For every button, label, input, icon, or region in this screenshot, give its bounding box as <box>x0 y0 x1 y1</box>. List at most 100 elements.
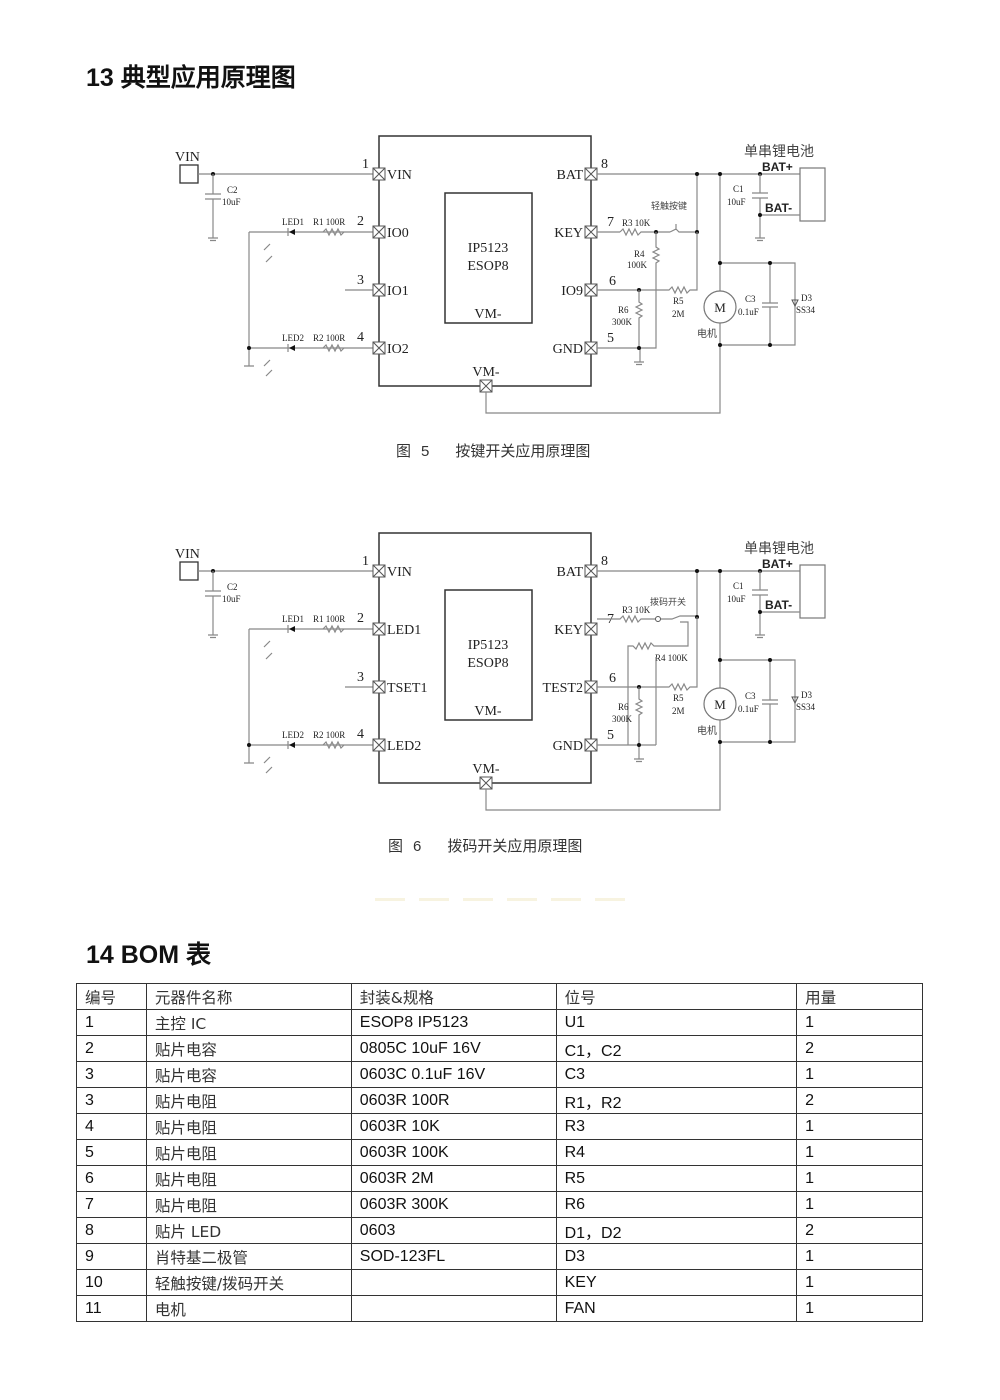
pin-3-number: 3 <box>357 273 364 288</box>
right-pins: 8 BAT 7 KEY 6 IO9 5 GND <box>553 157 616 357</box>
c3-ref: C3 <box>745 294 756 304</box>
pin-8-number: 8 <box>601 157 608 172</box>
r2-resistor <box>322 343 345 353</box>
header-designator: 位号 <box>555 983 798 1010</box>
c1-value: 10uF <box>727 197 746 207</box>
d3-diode-icon <box>791 299 799 308</box>
cell-component-name: 贴片电阻 <box>145 1191 352 1218</box>
header-index: 编号 <box>76 983 147 1010</box>
battery-connector <box>799 167 826 222</box>
motor-icon <box>703 290 737 324</box>
vin-label: VIN <box>175 547 200 562</box>
cell-designator: C3 <box>555 1061 798 1088</box>
pin-4-name: IO2 <box>387 342 409 357</box>
header-component-name: 元器件名称 <box>145 983 352 1010</box>
pin-1-name: VIN <box>387 565 412 580</box>
led1-icon <box>289 626 295 632</box>
r4-label: R4 100K <box>655 653 688 663</box>
cell-quantity: 2 <box>796 1087 923 1114</box>
led2-icon <box>289 345 295 351</box>
motor-symbol: M <box>714 300 726 315</box>
r6-value: 300K <box>612 317 633 327</box>
vin-terminal <box>179 561 199 581</box>
r5-ref: R5 <box>673 693 684 703</box>
cell-component-name: 贴片电容 <box>145 1061 352 1088</box>
cell-component-name: 贴片电阻 <box>145 1113 352 1140</box>
cell-component-name: 贴片 LED <box>145 1217 352 1244</box>
pin-2-name: IO0 <box>387 226 409 241</box>
cell-quantity: 1 <box>796 1191 923 1218</box>
pin-2-number: 2 <box>357 214 364 229</box>
pin-5-number: 5 <box>607 331 614 346</box>
c1-value: 10uF <box>727 594 746 604</box>
ic-name: IP5123 <box>468 241 508 256</box>
cell-quantity: 1 <box>796 1165 923 1192</box>
r5-value: 2M <box>672 706 685 716</box>
motor-label: 电机 <box>697 327 717 340</box>
cell-index: 2 <box>76 1035 147 1062</box>
cell-quantity: 2 <box>796 1035 923 1062</box>
vin-label: VIN <box>175 150 200 165</box>
pin-2-number: 2 <box>357 611 364 626</box>
cell-index: 11 <box>76 1295 147 1322</box>
r5-ref: R5 <box>673 296 684 306</box>
pin-6-name: IO9 <box>561 284 583 299</box>
caption-prefix: 图 <box>388 837 404 855</box>
cell-quantity: 2 <box>796 1217 923 1244</box>
cell-package-spec: 0805C 10uF 16V <box>350 1035 557 1062</box>
r5-value: 2M <box>672 309 685 319</box>
bom-header-row: 编号 元器件名称 封装&规格 位号 用量 <box>76 983 923 1010</box>
c1-ref: C1 <box>733 184 744 194</box>
cell-component-name: 主控 IC <box>145 1009 352 1036</box>
pin-5-name: GND <box>553 739 583 754</box>
cell-index: 7 <box>76 1191 147 1218</box>
caption-text: 按键开关应用原理图 <box>455 442 591 460</box>
c2-value: 10uF <box>222 594 241 604</box>
d3-diode-icon <box>791 696 799 705</box>
pin-4-number: 4 <box>357 727 364 742</box>
left-pins: 1 VIN 2 IO0 3 IO1 4 IO2 <box>357 157 412 357</box>
caption-number: 5 <box>421 443 430 460</box>
cell-quantity: 1 <box>796 1009 923 1036</box>
cell-designator: U1 <box>555 1009 798 1036</box>
c3-ref: C3 <box>745 691 756 701</box>
ic-name: IP5123 <box>468 638 508 653</box>
switch-label: 拨码开关 <box>650 596 686 608</box>
r2-label: R2 100R <box>313 730 345 740</box>
cell-component-name: 贴片电阻 <box>145 1165 352 1192</box>
cell-component-name: 肖特基二极管 <box>145 1243 352 1270</box>
c3-value: 0.1uF <box>738 307 759 317</box>
c2-ref: C2 <box>227 185 238 195</box>
motor-label: 电机 <box>697 724 717 737</box>
cell-designator: R5 <box>555 1165 798 1192</box>
pin-4-number: 4 <box>357 330 364 345</box>
switch-label: 轻触按键 <box>651 200 687 212</box>
cell-quantity: 1 <box>796 1269 923 1296</box>
cell-package-spec: SOD-123FL <box>350 1243 557 1270</box>
cell-package-spec: 0603R 2M <box>350 1165 557 1192</box>
r6-ref: R6 <box>618 305 629 315</box>
r4-ref: R4 <box>634 249 645 259</box>
led1-label: LED1 <box>282 614 304 624</box>
r6-ref: R6 <box>618 702 629 712</box>
cell-component-name: 电机 <box>145 1295 352 1322</box>
bat-minus: BAT- <box>765 201 792 215</box>
vin-terminal <box>179 164 199 184</box>
cell-quantity: 1 <box>796 1243 923 1270</box>
right-pins: 8 BAT 7 KEY 6 TEST2 5 GND <box>543 554 616 754</box>
pin-3-name: IO1 <box>387 284 409 299</box>
cell-component-name: 贴片电阻 <box>145 1087 352 1114</box>
cell-index: 9 <box>76 1243 147 1270</box>
cell-index: 1 <box>76 1009 147 1036</box>
